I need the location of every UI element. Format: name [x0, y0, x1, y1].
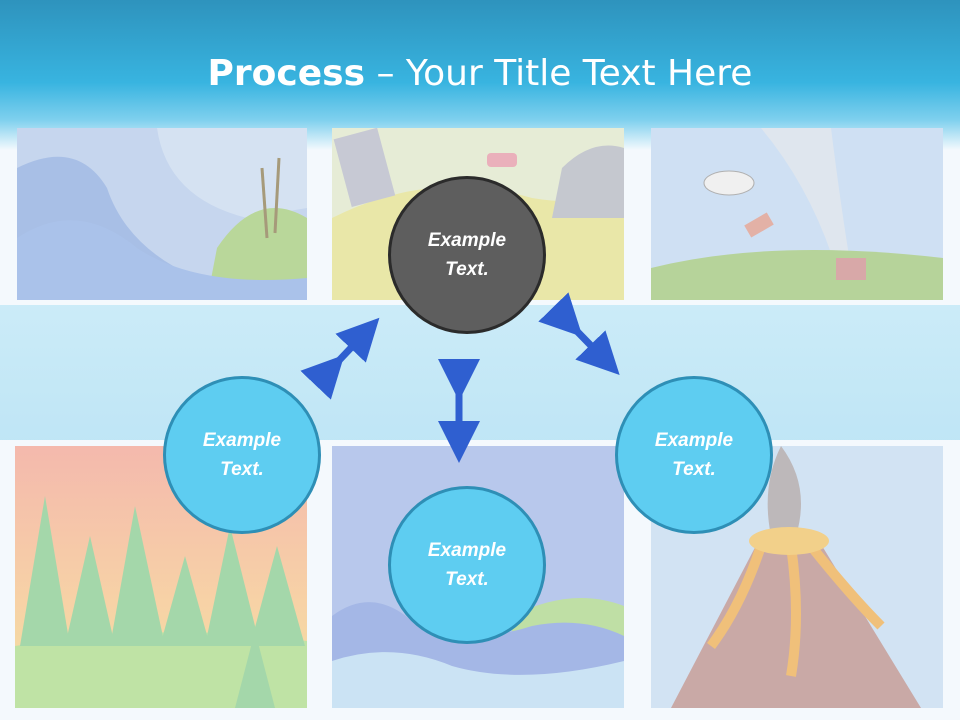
bottom-node: Example Text. [388, 486, 546, 644]
volcano-panel [651, 446, 943, 708]
arrow-top-left [300, 317, 380, 400]
bottom-node-text: Example Text. [427, 540, 507, 590]
title-rest: – Your Title Text Here [365, 53, 753, 94]
slide-title: Process – Your Title Text Here [0, 52, 960, 96]
center-node-text: Example Text. [427, 230, 507, 280]
right-node: Example Text. [615, 376, 773, 534]
header-bar [0, 0, 960, 150]
tsunami-panel [17, 128, 307, 300]
left-node: Example Text. [163, 376, 321, 534]
title-bold: Process [207, 53, 366, 94]
arrow-top-right [538, 292, 620, 376]
tornado-panel [651, 128, 943, 300]
right-node-text: Example Text. [654, 430, 734, 480]
left-node-text: Example Text. [202, 430, 282, 480]
center-node: Example Text. [388, 176, 546, 334]
